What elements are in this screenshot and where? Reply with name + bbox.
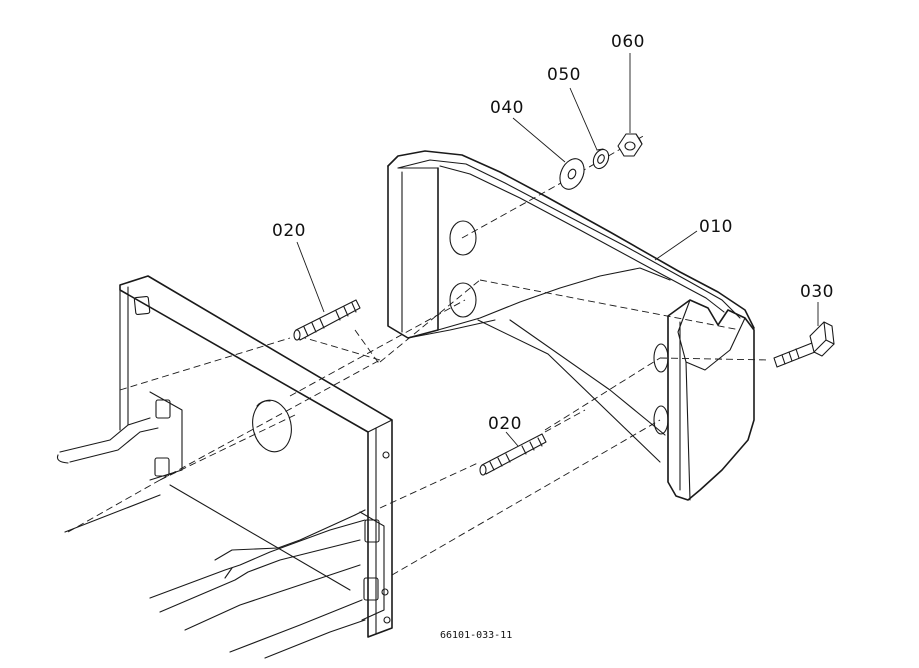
spring-washer	[592, 148, 610, 170]
hex-bolt	[773, 321, 835, 368]
leader-lines	[296, 53, 819, 447]
front-weight	[387, 150, 755, 501]
callout-020-lower: 020	[488, 414, 522, 434]
callout-040: 040	[490, 98, 524, 118]
drawing-code: 66101-033-11	[440, 630, 512, 641]
callout-030: 030	[800, 282, 834, 302]
hex-nut	[617, 133, 643, 157]
callout-060: 060	[611, 32, 645, 52]
callout-020-upper: 020	[272, 221, 306, 241]
center-lines	[67, 134, 771, 576]
callout-050: 050	[547, 65, 581, 85]
stud-bolt-lower	[479, 433, 547, 476]
frame-assembly	[56, 275, 393, 659]
weight-hole-lower	[449, 282, 477, 318]
stud-bolt-upper	[293, 299, 361, 341]
flat-washer	[559, 158, 585, 190]
weight-hole-upper	[449, 220, 477, 256]
callout-010: 010	[699, 217, 733, 237]
